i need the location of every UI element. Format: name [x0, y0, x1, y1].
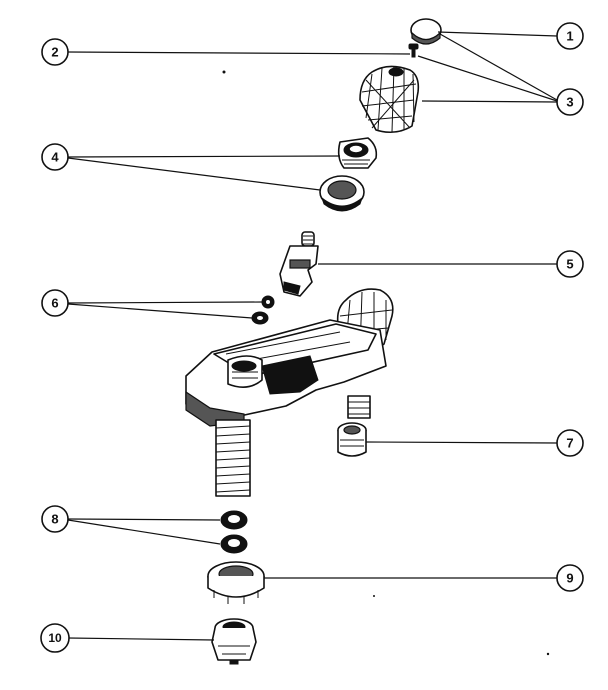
scan-speck: [373, 595, 375, 597]
part-handle-screw: [408, 43, 419, 58]
callout-6: 6: [41, 289, 69, 317]
callout-8: 8: [41, 505, 69, 533]
part-gaskets: [220, 510, 248, 554]
callout-3-label: 3: [566, 95, 573, 110]
callout-7: 7: [556, 429, 584, 457]
scan-speck: [546, 652, 550, 656]
callout-3: 3: [556, 88, 584, 116]
part-coupling-nut: [211, 618, 257, 665]
callout-4-label: 4: [51, 150, 59, 165]
callout-1-label: 1: [566, 29, 573, 44]
part-index-cap: [410, 18, 442, 45]
part-bonnet-nut: [337, 137, 378, 169]
part-cartridge-stem: [279, 231, 319, 297]
callout-9-label: 9: [566, 571, 573, 586]
part-acrylic-handle-upper: [359, 65, 420, 134]
callout-1: 1: [556, 22, 584, 50]
callout-10: 10: [40, 623, 70, 653]
scan-speck: [222, 70, 226, 74]
part-faucet-body: [185, 288, 394, 497]
callout-8-label: 8: [51, 512, 58, 527]
callout-6-label: 6: [51, 296, 58, 311]
callout-5-label: 5: [566, 257, 573, 272]
callout-2: 2: [41, 38, 69, 66]
callout-7-label: 7: [566, 436, 573, 451]
callout-4: 4: [41, 143, 69, 171]
part-mounting-nut: [207, 561, 265, 604]
callout-2-label: 2: [51, 45, 58, 60]
part-o-rings: [251, 295, 275, 325]
part-washer-ring: [319, 175, 365, 212]
leader-lines: [67, 31, 558, 641]
callout-5: 5: [556, 250, 584, 278]
callout-9: 9: [556, 564, 584, 592]
part-cap-nut: [337, 422, 367, 457]
callout-10-label: 10: [48, 631, 62, 645]
